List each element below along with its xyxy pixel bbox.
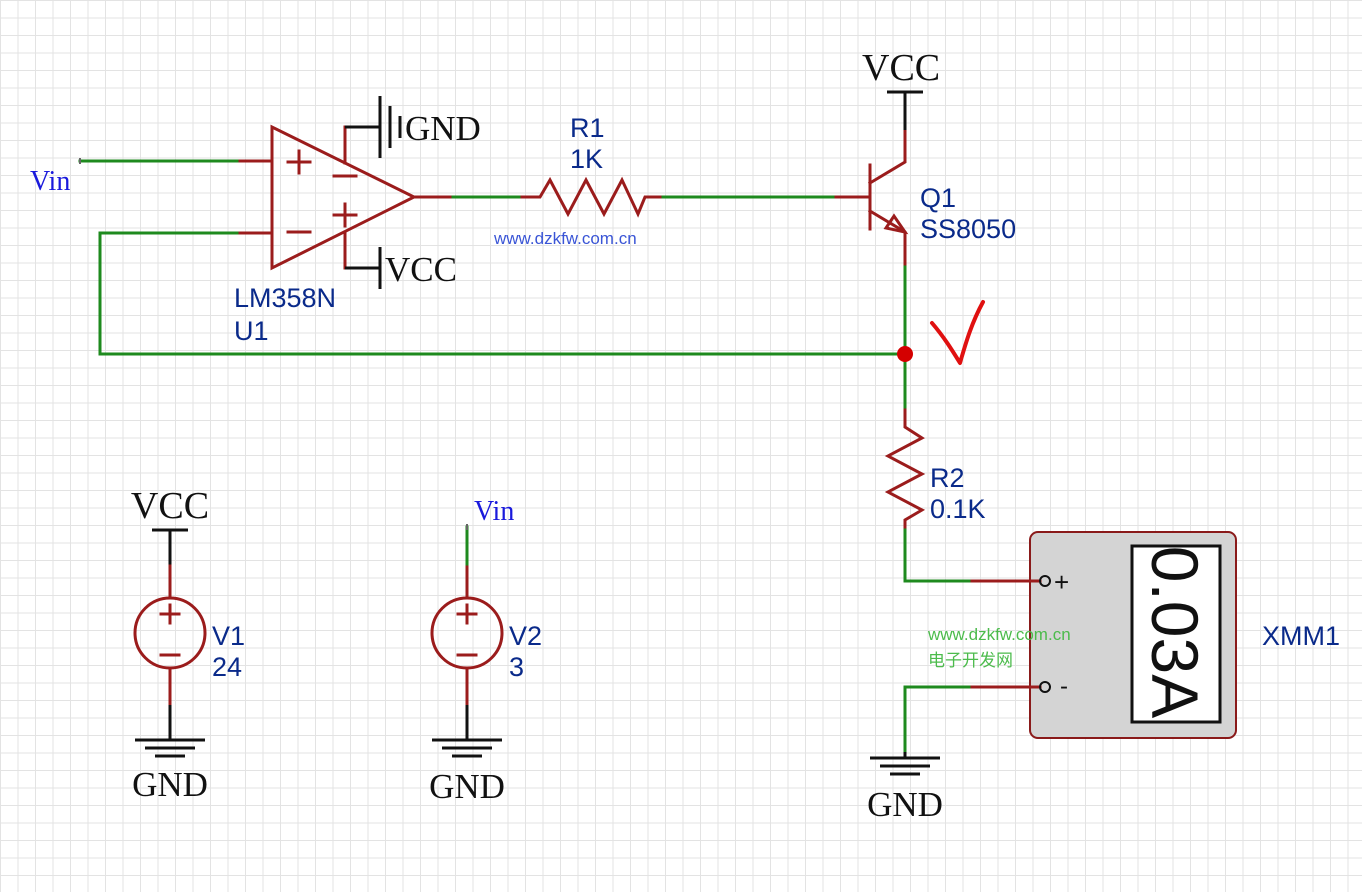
opamp-vcc-label: VCC xyxy=(385,250,457,289)
v1-vcc-label: VCC xyxy=(131,485,209,527)
r2-value-label: 0.1K xyxy=(930,494,986,524)
q1-vcc-label: VCC xyxy=(862,47,940,89)
r2-ref-label: R2 xyxy=(930,463,965,493)
vin-input-label: Vin xyxy=(30,166,70,197)
v1-value-label: 24 xyxy=(212,652,242,682)
meter-plus-label: + xyxy=(1054,567,1069,597)
q1-ref-label: Q1 xyxy=(920,183,956,213)
v1-gnd-label: GND xyxy=(132,765,208,804)
opamp-ref-label: U1 xyxy=(234,316,269,346)
opamp-gnd-label: GND xyxy=(405,109,481,148)
opamp-u1[interactable]: GND VCC LM358N U1 xyxy=(234,96,481,346)
transistor-q1[interactable]: VCC Q1 SS8050 xyxy=(834,47,1016,266)
watermark-green-url: www.dzkfw.com.cn xyxy=(927,625,1071,644)
watermark-green-name: 电子开发网 xyxy=(928,651,1013,670)
v2-value-label: 3 xyxy=(509,652,524,682)
opamp-part-label: LM358N xyxy=(234,283,336,313)
meter-reading: 0.03A xyxy=(1138,546,1212,718)
v1-ref-label: V1 xyxy=(212,621,245,651)
vin-input-net: Vin xyxy=(30,158,81,197)
junction-dot xyxy=(897,346,913,362)
meter-ground: GND xyxy=(867,752,943,824)
meter-minus-label: - xyxy=(1060,673,1068,700)
r1-ref-label: R1 xyxy=(570,113,605,143)
voltage-source-v2[interactable]: Vin GND V2 3 xyxy=(429,496,542,806)
watermark-blue: www.dzkfw.com.cn xyxy=(493,229,637,248)
checkmark-annotation xyxy=(930,300,985,365)
resistor-r1[interactable]: R1 1K xyxy=(520,113,662,218)
v2-ref-label: V2 xyxy=(509,621,542,651)
meter-minus-terminal[interactable] xyxy=(1039,681,1051,693)
meter-ref-label: XMM1 xyxy=(1262,621,1340,651)
v2-vin-label: Vin xyxy=(474,496,514,527)
r1-value-label: 1K xyxy=(570,144,603,174)
q1-part-label: SS8050 xyxy=(920,214,1016,244)
multimeter-xmm1[interactable]: 0.03A + - XMM1 xyxy=(970,531,1340,739)
v2-gnd-label: GND xyxy=(429,767,505,806)
meter-gnd-label: GND xyxy=(867,785,943,824)
resistor-r2[interactable]: R2 0.1K xyxy=(884,408,986,529)
voltage-source-v1[interactable]: VCC GND V1 24 xyxy=(131,485,245,804)
meter-plus-terminal[interactable] xyxy=(1039,575,1051,587)
wires xyxy=(78,159,974,754)
